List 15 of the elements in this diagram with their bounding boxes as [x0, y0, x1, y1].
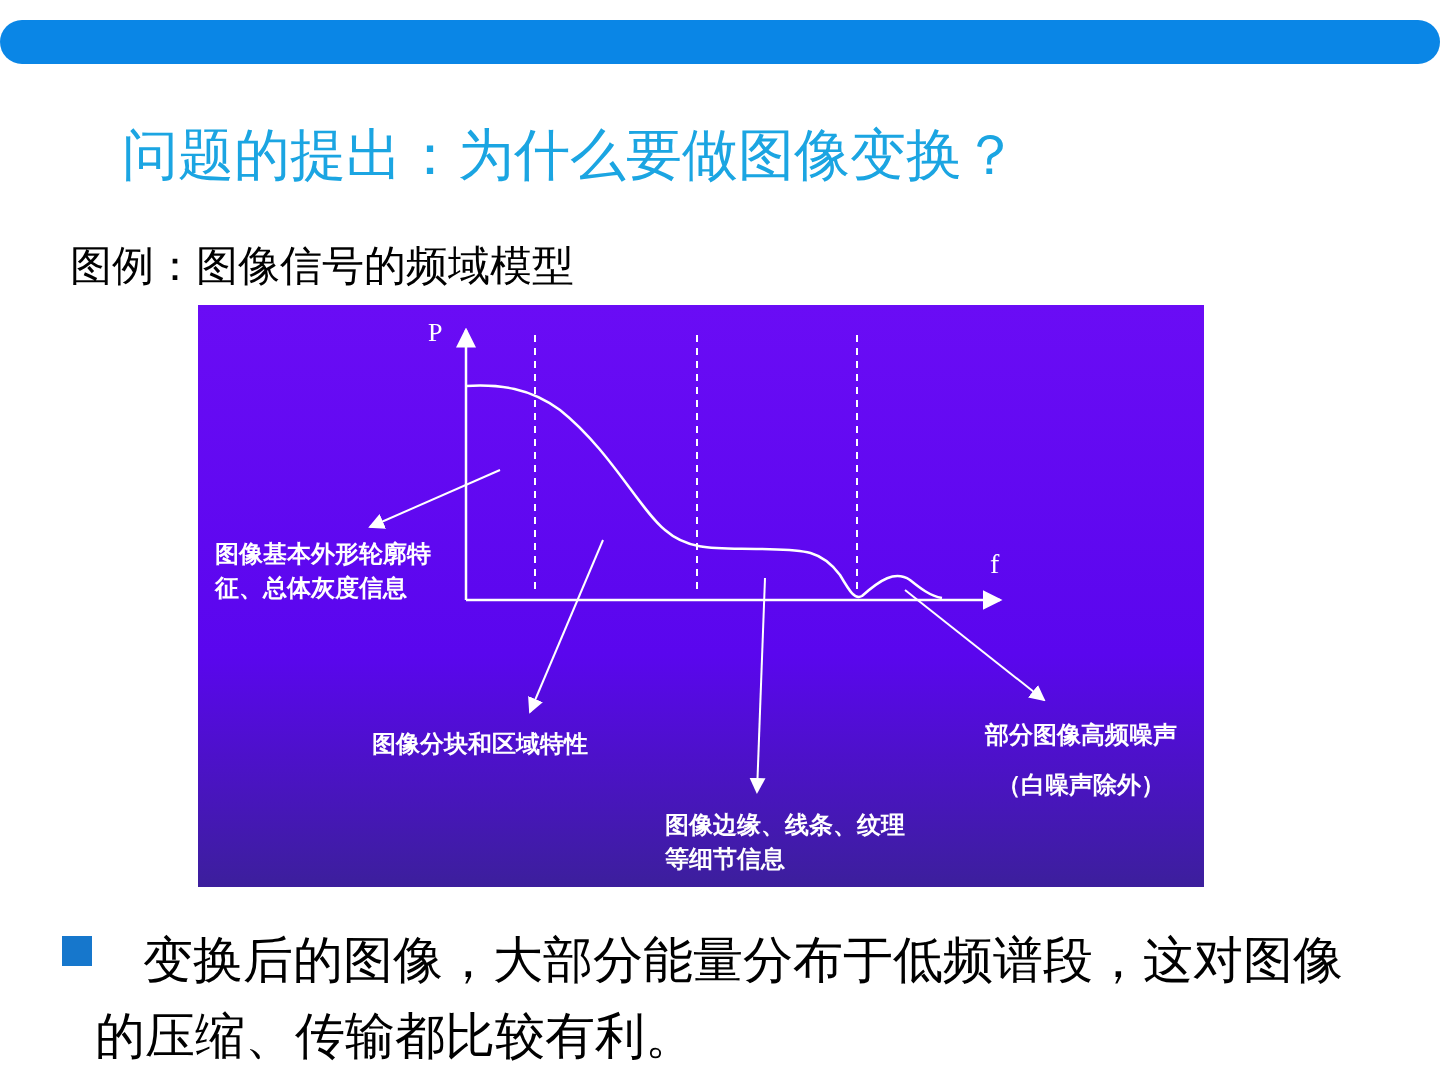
leader-arrow: [904, 589, 1046, 702]
axis-label: P: [428, 318, 443, 348]
annotation-text: 图像分块和区域特性: [372, 729, 589, 760]
axis-label: f: [990, 548, 1000, 580]
slide-title: 问题的提出：为什么要做图像变换？: [122, 122, 1018, 188]
leader-arrow: [368, 469, 501, 529]
annotation-text: 图像边缘、线条、纹理等细节信息: [665, 810, 906, 875]
leader-arrow: [528, 539, 604, 714]
annotation-text: 部分图像高频噪声: [983, 720, 1178, 751]
leader-arrow: [749, 577, 766, 794]
bullet-text: 变换后的图像，大部分能量分布于低频谱段，这对图像的压缩、传输都比较有利。: [95, 930, 1344, 1067]
figure-caption: 图例：图像信号的频域模型: [70, 241, 574, 291]
annotation-text: （白噪声除外）: [996, 770, 1166, 801]
spectrum-plot-drawing: [456, 327, 1003, 610]
annotation-text: 图像基本外形轮廓特征、总体灰度信息: [215, 539, 432, 604]
